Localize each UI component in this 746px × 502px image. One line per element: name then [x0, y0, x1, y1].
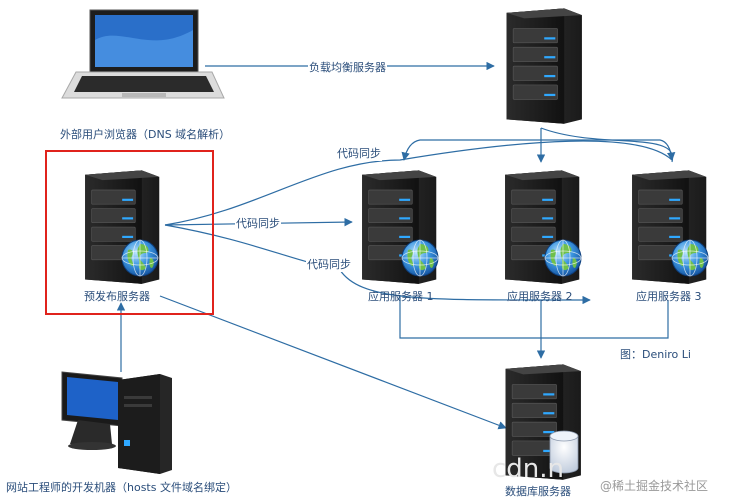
edge-label-sync-top: 代码同步 [336, 145, 382, 161]
app-server-2-label: 应用服务器 2 [507, 290, 573, 303]
edge-prerelease-db [159, 295, 507, 430]
database-cylinder-icon [549, 430, 579, 474]
dev-machine-label: 网站工程师的开发机器（hosts 文件域名绑定） [6, 481, 237, 494]
app-server-3-label: 应用服务器 3 [636, 290, 702, 303]
developer-pc-icon [61, 371, 172, 474]
edge-label-sync-mid: 代码同步 [235, 215, 281, 231]
database-server-label: 数据库服务器 [505, 485, 571, 498]
laptop-icon [61, 9, 225, 99]
watermark-left: cdn.n [492, 454, 565, 484]
edge-app1-db [399, 295, 541, 339]
edge-label-sync-bottom: 代码同步 [306, 256, 352, 272]
edge-label-load-balancer: 负载均衡服务器 [308, 59, 387, 75]
edge-app3-db [541, 300, 669, 339]
edge-sync-top [164, 140, 673, 226]
app-server-1-globe-icon [401, 239, 439, 277]
app-server-1-label: 应用服务器 1 [368, 290, 434, 303]
load-balancer-server-icon [505, 7, 583, 125]
prerelease-label: 预发布服务器 [84, 290, 150, 303]
edge-lb-app3-curve [540, 127, 674, 163]
edge-lb-app1 [401, 139, 541, 161]
app-server-3-globe-icon [671, 239, 709, 277]
client-label: 外部用户浏览器（DNS 域名解析） [60, 128, 231, 141]
credit-text: 图：Deniro Li [620, 348, 691, 361]
edge-lb-app3 [541, 139, 676, 161]
app-server-2-globe-icon [544, 239, 582, 277]
watermark-right: @稀土掘金技术社区 [600, 479, 709, 493]
prerelease-highlight-box [45, 150, 214, 315]
